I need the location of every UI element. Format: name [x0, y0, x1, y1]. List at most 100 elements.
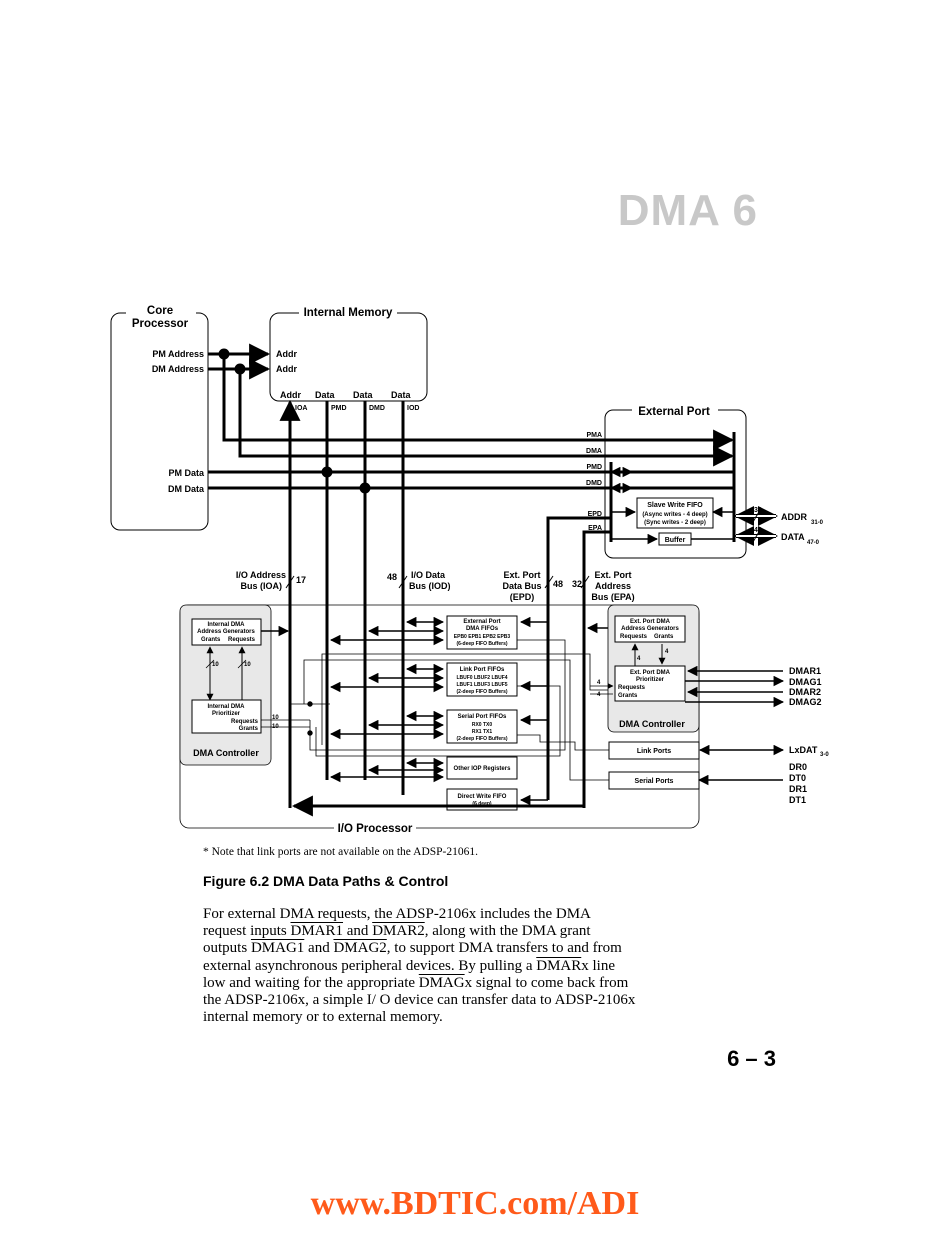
int-w10-a: 10 [212, 662, 219, 668]
internal-memory-title: Internal Memory [304, 307, 393, 319]
ext-fifo-buffers: EPB0 EPB1 EPB2 EPB3 [454, 634, 511, 640]
addr-pin: ADDR [781, 512, 807, 522]
ext-w4-c: 4 [597, 680, 601, 686]
ext-w4-b: 4 [665, 649, 669, 655]
epd-bus-text-1: Ext. Port [503, 570, 540, 580]
ioa-bus-2: Bus (IOA) [241, 581, 283, 591]
ext-gen-grants: Grants [654, 634, 674, 640]
pm-address-label: PM Address [152, 349, 204, 359]
ioa-bus-1: I/O Address [236, 570, 286, 580]
lxdat-pin-sub: 3-0 [820, 752, 829, 758]
epd-width: 48 [553, 579, 563, 589]
int-pri-title-1: Internal DMA [207, 704, 245, 710]
chapter-header: DMA 6 [617, 186, 758, 235]
pm-data-label: PM Data [168, 468, 205, 478]
body-paragraph: For external DMA requests, the ADSP-2106… [203, 906, 723, 1026]
ext-gen-title-1: Ext. Port DMA [630, 619, 671, 625]
lxdat-pin: LxDAT [789, 745, 818, 755]
mem-port-data-1: Data [315, 390, 336, 400]
dmd-label: DMD [369, 405, 385, 412]
dt1-pin: DT1 [789, 795, 806, 805]
slave-fifo-title: Slave Write FIFO [647, 502, 703, 509]
slave-fifo-async: (Async writes - 4 deep) [642, 512, 707, 518]
bus-arrows [291, 616, 584, 817]
ser-fifo-title: Serial Port FIFOs [458, 714, 507, 720]
dt0-pin: DT0 [789, 773, 806, 783]
internal-dma-controller: Internal DMA Address Generators Grants R… [179, 604, 310, 766]
mem-port-data-3: Data [391, 390, 412, 400]
dwf-depth: (6 deep) [472, 801, 492, 807]
ioa-width: 17 [296, 575, 306, 585]
body-line-6: the ADSP-2106x, a simple I/ O device can… [203, 992, 636, 1009]
iod-bus-2: Bus (IOD) [409, 581, 451, 591]
link-fifo-row-1: LBUF0 LBUF2 LBUF4 [456, 675, 507, 681]
iod-label: IOD [407, 405, 419, 412]
ext-w4-d: 4 [597, 692, 601, 698]
external-dma-controller: Ext. Port DMA Address Generators Request… [586, 604, 822, 733]
serial-ports-title: Serial Ports [635, 778, 674, 785]
mem-addr-pm: Addr [276, 349, 297, 359]
int-w10-c: 10 [272, 715, 279, 721]
int-gen-title-1: Internal DMA [207, 622, 245, 628]
int-pri-requests: Requests [231, 719, 259, 725]
ext-pri-grants: Grants [618, 693, 638, 699]
dmag2-pin: DMAG2 [789, 697, 822, 707]
ext-fifo-title-1: External Port [463, 619, 500, 625]
dmd-bus-label: DMD [586, 480, 602, 487]
ser-fifo-depth: (2-deep FIFO Buffers) [456, 736, 507, 742]
link-fifo-title: Link Port FIFOs [460, 667, 505, 673]
body-line-5: low and waiting for the appropriate DMAG… [203, 974, 629, 991]
figure-caption: Figure 6.2 DMA Data Paths & Control [203, 873, 449, 889]
ext-pri-requests: Requests [618, 685, 646, 691]
footer-url-link[interactable]: www.BDTIC.com/ADI [310, 1185, 640, 1222]
epa-bus-label: EPA [588, 525, 602, 532]
ser-fifo-row-1: RX0 TX0 [472, 722, 493, 728]
data-pin: DATA [781, 532, 805, 542]
dmar2-pin: DMAR2 [789, 687, 821, 697]
epa-width: 32 [572, 579, 582, 589]
page-number: 6 – 3 [727, 1046, 776, 1071]
port-blocks: Link Ports Serial Ports LxDAT 3-0 DR0 DT… [608, 741, 829, 805]
io-processor-title: I/O Processor [338, 823, 413, 835]
body-line-1: For external DMA requests, the ADSP-2106… [203, 906, 591, 922]
ext-gen-title-2: Address Generators [621, 626, 679, 632]
mem-port-data-2: Data [353, 390, 374, 400]
addr-width: 32 [754, 507, 762, 514]
data-width: 48 [754, 527, 762, 534]
body-line-7: internal memory or to external memory. [203, 1009, 443, 1026]
dm-data-label: DM Data [168, 484, 205, 494]
slave-fifo-sync: (Sync writes - 2 deep) [644, 520, 706, 526]
pmd-label: PMD [331, 405, 347, 412]
dr0-pin: DR0 [789, 762, 807, 772]
epd-bus-label: EPD [588, 511, 602, 518]
int-dma-controller-title: DMA Controller [193, 748, 259, 758]
epd-bus-text-3: (EPD) [510, 592, 535, 602]
iop-register-blocks: External Port DMA FIFOs EPB0 EPB1 EPB2 E… [446, 615, 518, 811]
ext-pri-title-1: Ext. Port DMA [630, 670, 671, 676]
data-pin-sub: 47-0 [807, 540, 820, 546]
pmd-bus-label: PMD [586, 464, 602, 471]
link-ports-title: Link Ports [637, 748, 671, 755]
body-line-3: outputs DMAG1 and DMAG2, to support DMA … [203, 940, 622, 957]
internal-memory-block: Internal Memory Addr Addr Addr Data Data… [269, 305, 428, 412]
dwf-title: Direct Write FIFO [458, 794, 507, 800]
dma-bus-label: DMA [586, 448, 602, 455]
epa-bus-text-3: Bus (EPA) [591, 592, 634, 602]
ext-pri-title-2: Prioritizer [636, 677, 665, 683]
dm-address-label: DM Address [152, 364, 204, 374]
int-gen-grants: Grants [201, 637, 221, 643]
ext-fifo-title-2: DMA FIFOs [466, 626, 499, 632]
int-gen-requests: Requests [228, 637, 256, 643]
footnote: * Note that link ports are not available… [203, 846, 478, 858]
body-line-4: external asynchronous peripheral devices… [203, 957, 615, 974]
dmar1-pin: DMAR1 [789, 666, 821, 676]
ext-fifo-depth: (6-deep FIFO Buffers) [456, 641, 507, 647]
buffer-label: Buffer [665, 537, 686, 544]
dr1-pin: DR1 [789, 784, 807, 794]
epd-bus-text-2: Data Bus [502, 581, 541, 591]
int-w10-b: 10 [244, 662, 251, 668]
mem-addr-dm: Addr [276, 364, 297, 374]
core-processor-title-1: Core [147, 305, 173, 317]
ioa-label: IOA [295, 405, 307, 412]
ser-fifo-row-2: RX1 TX1 [472, 729, 493, 735]
